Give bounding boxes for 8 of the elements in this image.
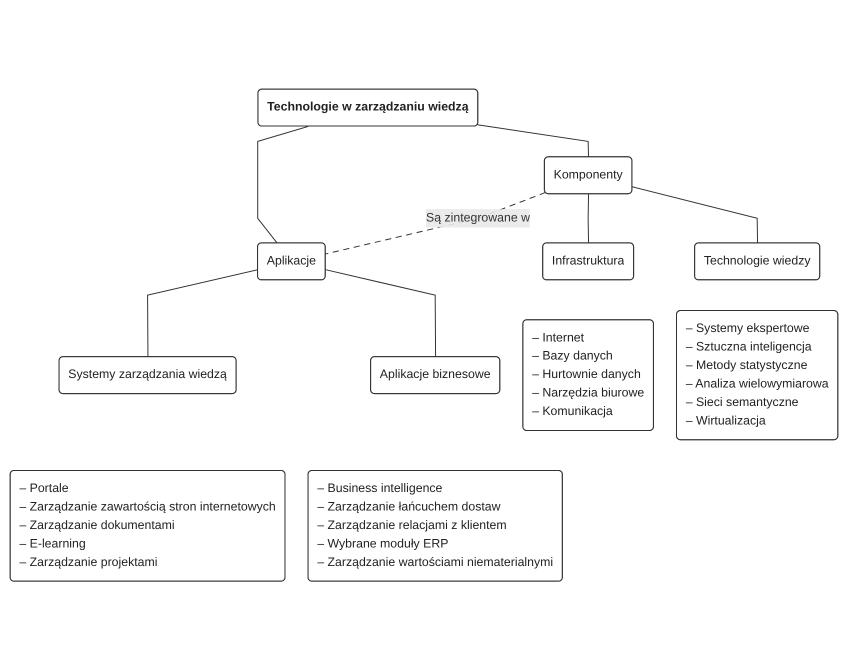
- connector: [257, 126, 309, 244]
- connector: [325, 269, 436, 358]
- connector: [588, 193, 590, 244]
- connector: [325, 192, 546, 254]
- edge-label: Są zintegrowane w: [426, 211, 530, 224]
- connector: [147, 269, 258, 358]
- connector: [477, 124, 590, 158]
- connector: [632, 186, 758, 244]
